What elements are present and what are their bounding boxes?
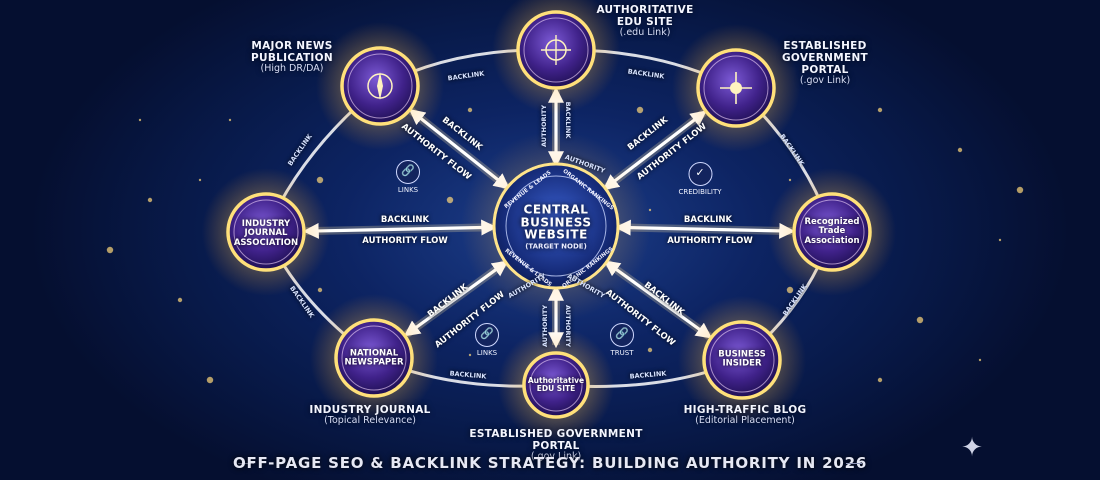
- mini-node-links-lower: 🔗 LINKS: [475, 323, 499, 357]
- node-newspaper: [334, 318, 414, 398]
- background-dot: [978, 358, 982, 362]
- edu-top-label-sub: (.edu Link): [619, 27, 671, 39]
- node-inner-ring-newspaper: [341, 325, 407, 391]
- background-dot: [468, 353, 472, 357]
- newspaper-node-label: INDUSTRY JOURNAL (Topical Relevance): [305, 404, 435, 427]
- mini-node-credibility: ✓ CREDIBILITY: [678, 162, 722, 196]
- newspaper-label-title: INDUSTRY JOURNAL: [309, 404, 431, 416]
- crosshair-icon-lines: [541, 35, 571, 65]
- shield-check-icon: ✓: [687, 162, 712, 186]
- node-inner-ring-journal: [233, 199, 299, 265]
- mini-label-credibility: CREDIBILITY: [678, 188, 722, 196]
- central-title-line-2: BUSINESS: [520, 215, 592, 230]
- background-dot: [957, 147, 963, 153]
- edu-bottom-node-label: ESTABLISHED GOVERNMENT PORTAL (.gov Link…: [466, 428, 646, 463]
- central-node-inner-ring: [505, 175, 607, 277]
- newspaper-label-sub: (Topical Relevance): [324, 415, 416, 427]
- footer-title: OFF-PAGE SEO & BACKLINK STRATEGY: BUILDI…: [232, 454, 868, 472]
- background-dot: [916, 316, 924, 324]
- trade-node-text: Recognized Trade Association: [804, 216, 860, 246]
- background-dot: [877, 377, 883, 383]
- footer-divider-right: [846, 463, 862, 464]
- central-node-label: CENTRAL BUSINESS WEBSITE (TARGET NODE): [506, 203, 606, 250]
- edge-label-authority-bottom: AUTHORITY: [541, 304, 549, 348]
- background-dot: [206, 376, 214, 384]
- background-dot: [446, 196, 454, 204]
- node-inner-ring-edu_bottom: [529, 358, 583, 412]
- node-inner-ring-gov_top: [703, 55, 769, 121]
- node-inner-ring-insider: [709, 327, 775, 393]
- chain-link-icon: 🔗: [475, 323, 499, 347]
- gov-top-node-label: ESTABLISHED GOVERNMENT PORTAL (.gov Link…: [770, 40, 880, 87]
- background-dot: [1016, 186, 1024, 194]
- footer-divider-left: [238, 463, 254, 464]
- node-inner-ring-news: [347, 53, 413, 119]
- node-inner-ring-edu_top: [523, 17, 589, 83]
- edge-label-backlink-right: BACKLINK: [683, 215, 733, 225]
- mini-label-links-upper: LINKS: [397, 186, 419, 194]
- central-subtitle: (TARGET NODE): [525, 242, 587, 251]
- edge-label-authority-bottom-right: AUTHORITY: [564, 304, 572, 348]
- edge-label-backlink-top: BACKLINK: [564, 101, 572, 139]
- edge-label-authority-flow-right: AUTHORITY FLOW: [667, 236, 753, 246]
- edu-bottom-node-text: Authoritative EDU SITE: [527, 375, 585, 393]
- central-title-line-3: WEBSITE: [524, 227, 588, 242]
- node-trade: [792, 192, 872, 272]
- background-dot: [317, 287, 323, 293]
- insider-node-label: HIGH-TRAFFIC BLOG (Editorial Placement): [680, 404, 810, 427]
- sparkle-icon: ✦: [961, 433, 983, 463]
- central-node: [492, 162, 620, 290]
- background-dot: [786, 286, 794, 294]
- edge-label-authority-flow-left: AUTHORITY FLOW: [362, 236, 448, 246]
- background-dot: [177, 297, 183, 303]
- gov-top-label-title: ESTABLISHED GOVERNMENT PORTAL: [781, 40, 868, 77]
- background-dot: [636, 106, 644, 114]
- node-insider: [702, 320, 782, 400]
- news-label-title: MAJOR NEWS PUBLICATION: [251, 40, 333, 65]
- chain-link-icon: 🔗: [610, 323, 634, 347]
- gov-top-label-sub: (.gov Link): [799, 75, 851, 87]
- newspaper-node-text: NATIONAL NEWSPAPER: [344, 348, 404, 368]
- background-dot: [106, 246, 114, 254]
- edu-top-node-label: AUTHORITATIVE EDU SITE (.edu Link): [590, 4, 700, 39]
- mini-label-trust: TRUST: [610, 349, 634, 357]
- news-label-sub: (High DR/DA): [260, 63, 324, 75]
- edge-label-authority-top: AUTHORITY: [540, 104, 548, 148]
- mini-node-links-upper: 🔗 LINKS: [396, 160, 420, 194]
- compass-icon-needle: [377, 72, 383, 100]
- mini-node-trust: 🔗 TRUST: [610, 323, 634, 357]
- background-dot: [147, 197, 153, 203]
- node-edu_bottom: [522, 351, 590, 419]
- journal-node-text: INDUSTRY JOURNAL ASSOCIATION: [233, 218, 299, 248]
- insider-label-sub: (Editorial Placement): [695, 415, 795, 427]
- sun-icon-rays: [720, 72, 752, 104]
- edu-bottom-label-title: ESTABLISHED GOVERNMENT PORTAL: [469, 428, 643, 453]
- background-dot: [877, 107, 883, 113]
- background-dot: [198, 178, 202, 182]
- background-dot: [788, 178, 792, 182]
- mini-label-links-lower: LINKS: [476, 349, 498, 357]
- edu-top-label-title: AUTHORITATIVE EDU SITE: [596, 4, 694, 29]
- background-dot: [228, 118, 232, 122]
- insider-label-title: HIGH-TRAFFIC BLOG: [683, 404, 807, 416]
- background-dot: [467, 107, 473, 113]
- news-node-label: MAJOR NEWS PUBLICATION (High DR/DA): [232, 40, 352, 75]
- background-dot: [316, 176, 324, 184]
- edge-label-backlink-left: BACKLINK: [380, 215, 430, 225]
- background-dot: [647, 347, 653, 353]
- chain-link-icon: 🔗: [396, 160, 420, 184]
- edu-bottom-label-sub: (.gov Link): [530, 451, 582, 463]
- node-inner-ring-trade: [799, 199, 865, 265]
- background-dot: [138, 118, 142, 122]
- insider-node-text: BUSINESS INSIDER: [718, 349, 766, 369]
- background-dot: [998, 238, 1002, 242]
- node-journal: [226, 192, 306, 272]
- central-title-line-1: CENTRAL: [523, 202, 589, 217]
